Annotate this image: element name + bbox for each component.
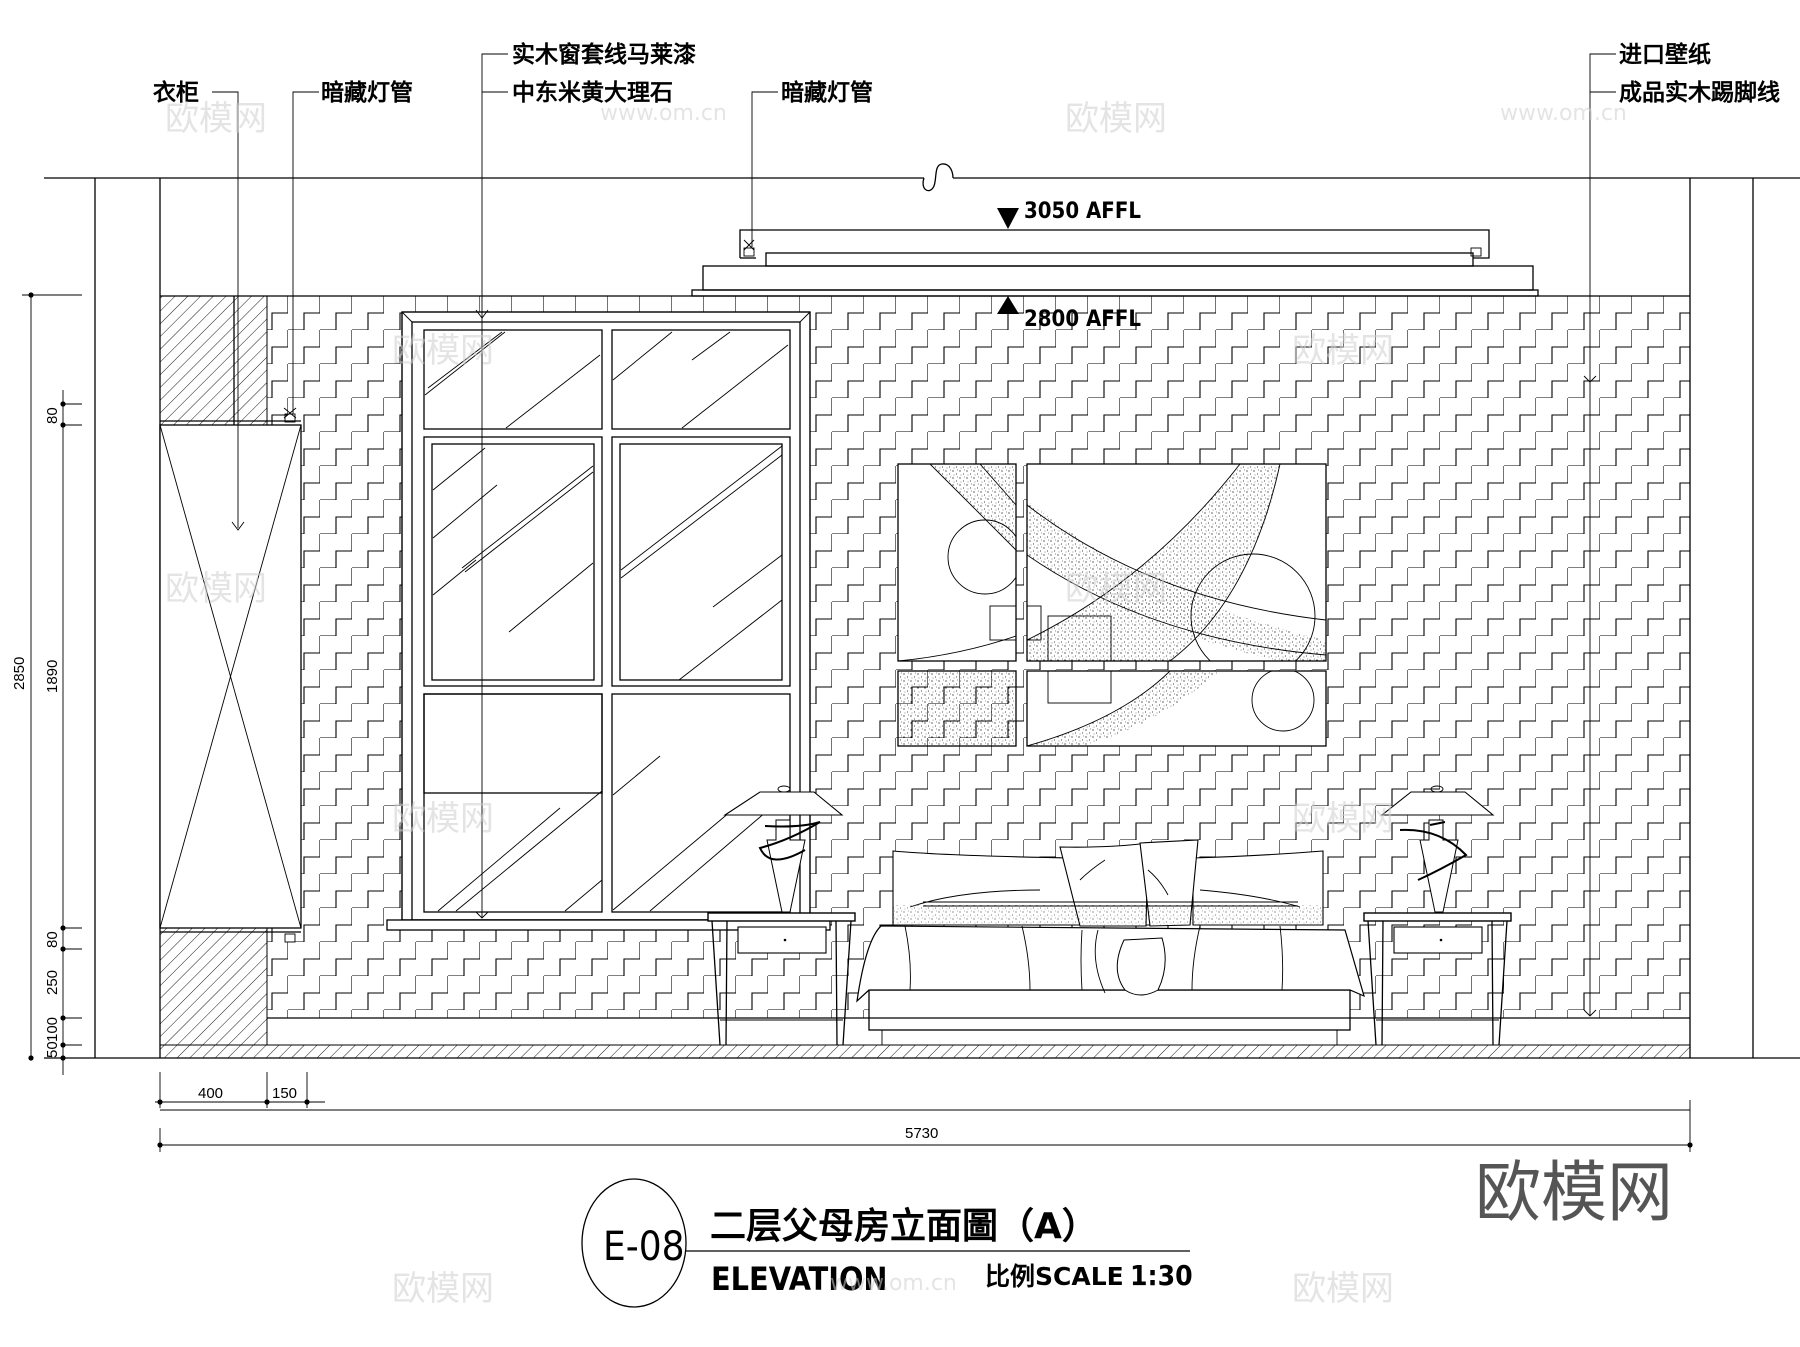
title-block [581, 1178, 1190, 1308]
ceiling-line [44, 163, 1800, 192]
watermark-brand: 欧模网 [1292, 331, 1394, 371]
callout-labels: 衣柜 暗藏灯管 实木窗套线马莱漆 中东米黄大理石 暗藏灯管 进口壁纸 成品实木踢… [153, 41, 1780, 106]
watermark-brand: 欧模网 [1065, 569, 1167, 609]
watermark-brand: 欧模网 [1292, 799, 1394, 839]
dim-250: 250 [44, 970, 61, 995]
dim-2850: 2850 [11, 657, 28, 690]
label-wardrobe: 衣柜 [153, 79, 199, 106]
dim-80-top: 80 [44, 407, 61, 424]
floor-skirting-hatch [159, 1044, 1691, 1059]
watermark-brand: 欧模网 [392, 1269, 494, 1309]
level-labels: 3050 AFFL 2800 AFFL [1024, 199, 1141, 332]
watermark-brand: 欧模网 [392, 799, 494, 839]
dim-1890: 1890 [44, 660, 61, 693]
ceiling-soffit [691, 229, 1539, 297]
table-lamp-left [723, 785, 844, 913]
nightstand-right [1363, 912, 1512, 1046]
callout-leaders [212, 53, 1616, 1017]
dimension-labels: 2850 80 1890 80 250 100 50 400 150 5730 [11, 407, 938, 1142]
watermark-brand: 欧模网 [165, 99, 267, 139]
watermark-brand-large: 欧模网 [1475, 1154, 1673, 1231]
label-window-trim: 实木窗套线马莱漆 [512, 41, 696, 68]
table-lamp-right [1380, 785, 1495, 913]
dim-150: 150 [272, 1085, 297, 1102]
dim-400: 400 [198, 1085, 223, 1102]
dim-80-bottom: 80 [44, 931, 61, 948]
nightstand-left [707, 912, 856, 1046]
level-marker-3050 [997, 208, 1019, 229]
label-wallpaper: 进口壁纸 [1619, 41, 1711, 68]
horizontal-dimensions [155, 1072, 1693, 1152]
drawing-number: E-08 [603, 1224, 685, 1270]
watermark-brand: 欧模网 [1065, 99, 1167, 139]
label-marble: 中东米黄大理石 [512, 79, 673, 106]
dim-5730: 5730 [905, 1125, 938, 1142]
watermarks: 欧模网 欧模网 欧模网 www.om.cn www.om.cn 欧模网 欧模网 … [165, 99, 1673, 1309]
hidden-light-fixture-icon [283, 407, 297, 943]
scale-label: 比例SCALE [985, 1262, 1124, 1291]
wall-painting [897, 463, 1327, 747]
label-hidden-light-left: 暗藏灯管 [321, 79, 413, 106]
level-marker-2800 [997, 296, 1019, 314]
watermark-brand: 欧模网 [165, 569, 267, 609]
drawing-title-en: ELEVATION [711, 1260, 888, 1298]
dim-50: 50 [44, 1041, 61, 1058]
watermark-brand: 欧模网 [1292, 1269, 1394, 1309]
drawing-title-cn: 二层父母房立面圖（A） [710, 1206, 1098, 1247]
wardrobe [159, 295, 302, 1046]
title-texts: E-08 二层父母房立面圖（A） ELEVATION 比例SCALE 1:30 [603, 1206, 1193, 1298]
watermark-brand: 欧模网 [392, 331, 494, 371]
level-3050-label: 3050 AFFL [1024, 199, 1141, 224]
label-hidden-light-ceiling: 暗藏灯管 [781, 79, 873, 106]
dim-100: 100 [44, 1017, 61, 1042]
watermark-url: www.om.cn [1500, 101, 1627, 126]
vertical-dimensions [22, 292, 82, 1075]
label-skirting: 成品实木踢脚线 [1619, 79, 1780, 106]
level-2800-label: 2800 AFFL [1024, 307, 1141, 332]
bed [856, 839, 1365, 1045]
watermark-url: www.om.cn [830, 1271, 957, 1296]
window [386, 311, 831, 931]
watermark-url: www.om.cn [600, 101, 727, 126]
scale-value: 1:30 [1130, 1259, 1193, 1292]
